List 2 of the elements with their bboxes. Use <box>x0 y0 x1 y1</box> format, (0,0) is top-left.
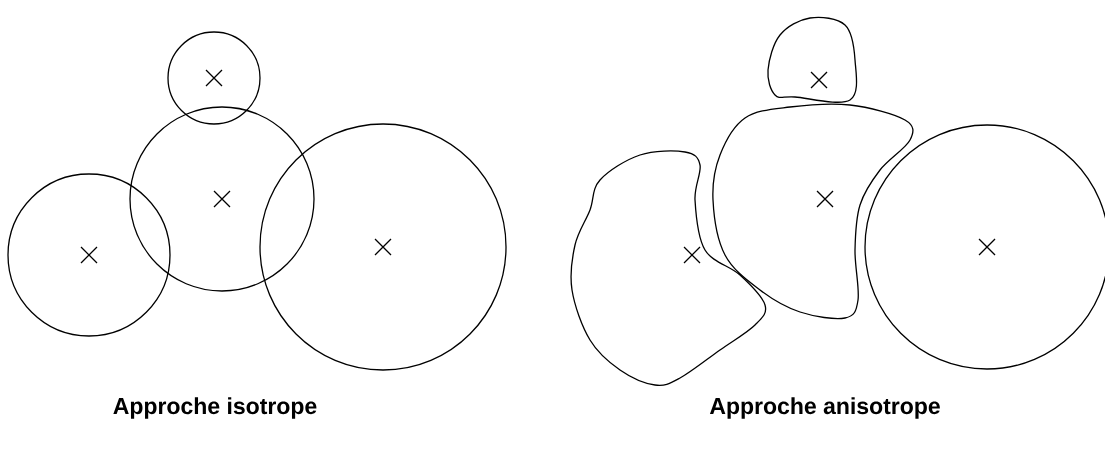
panel-caption: Approche anisotrope <box>709 397 940 419</box>
panel-caption: Approche isotrope <box>113 397 317 419</box>
